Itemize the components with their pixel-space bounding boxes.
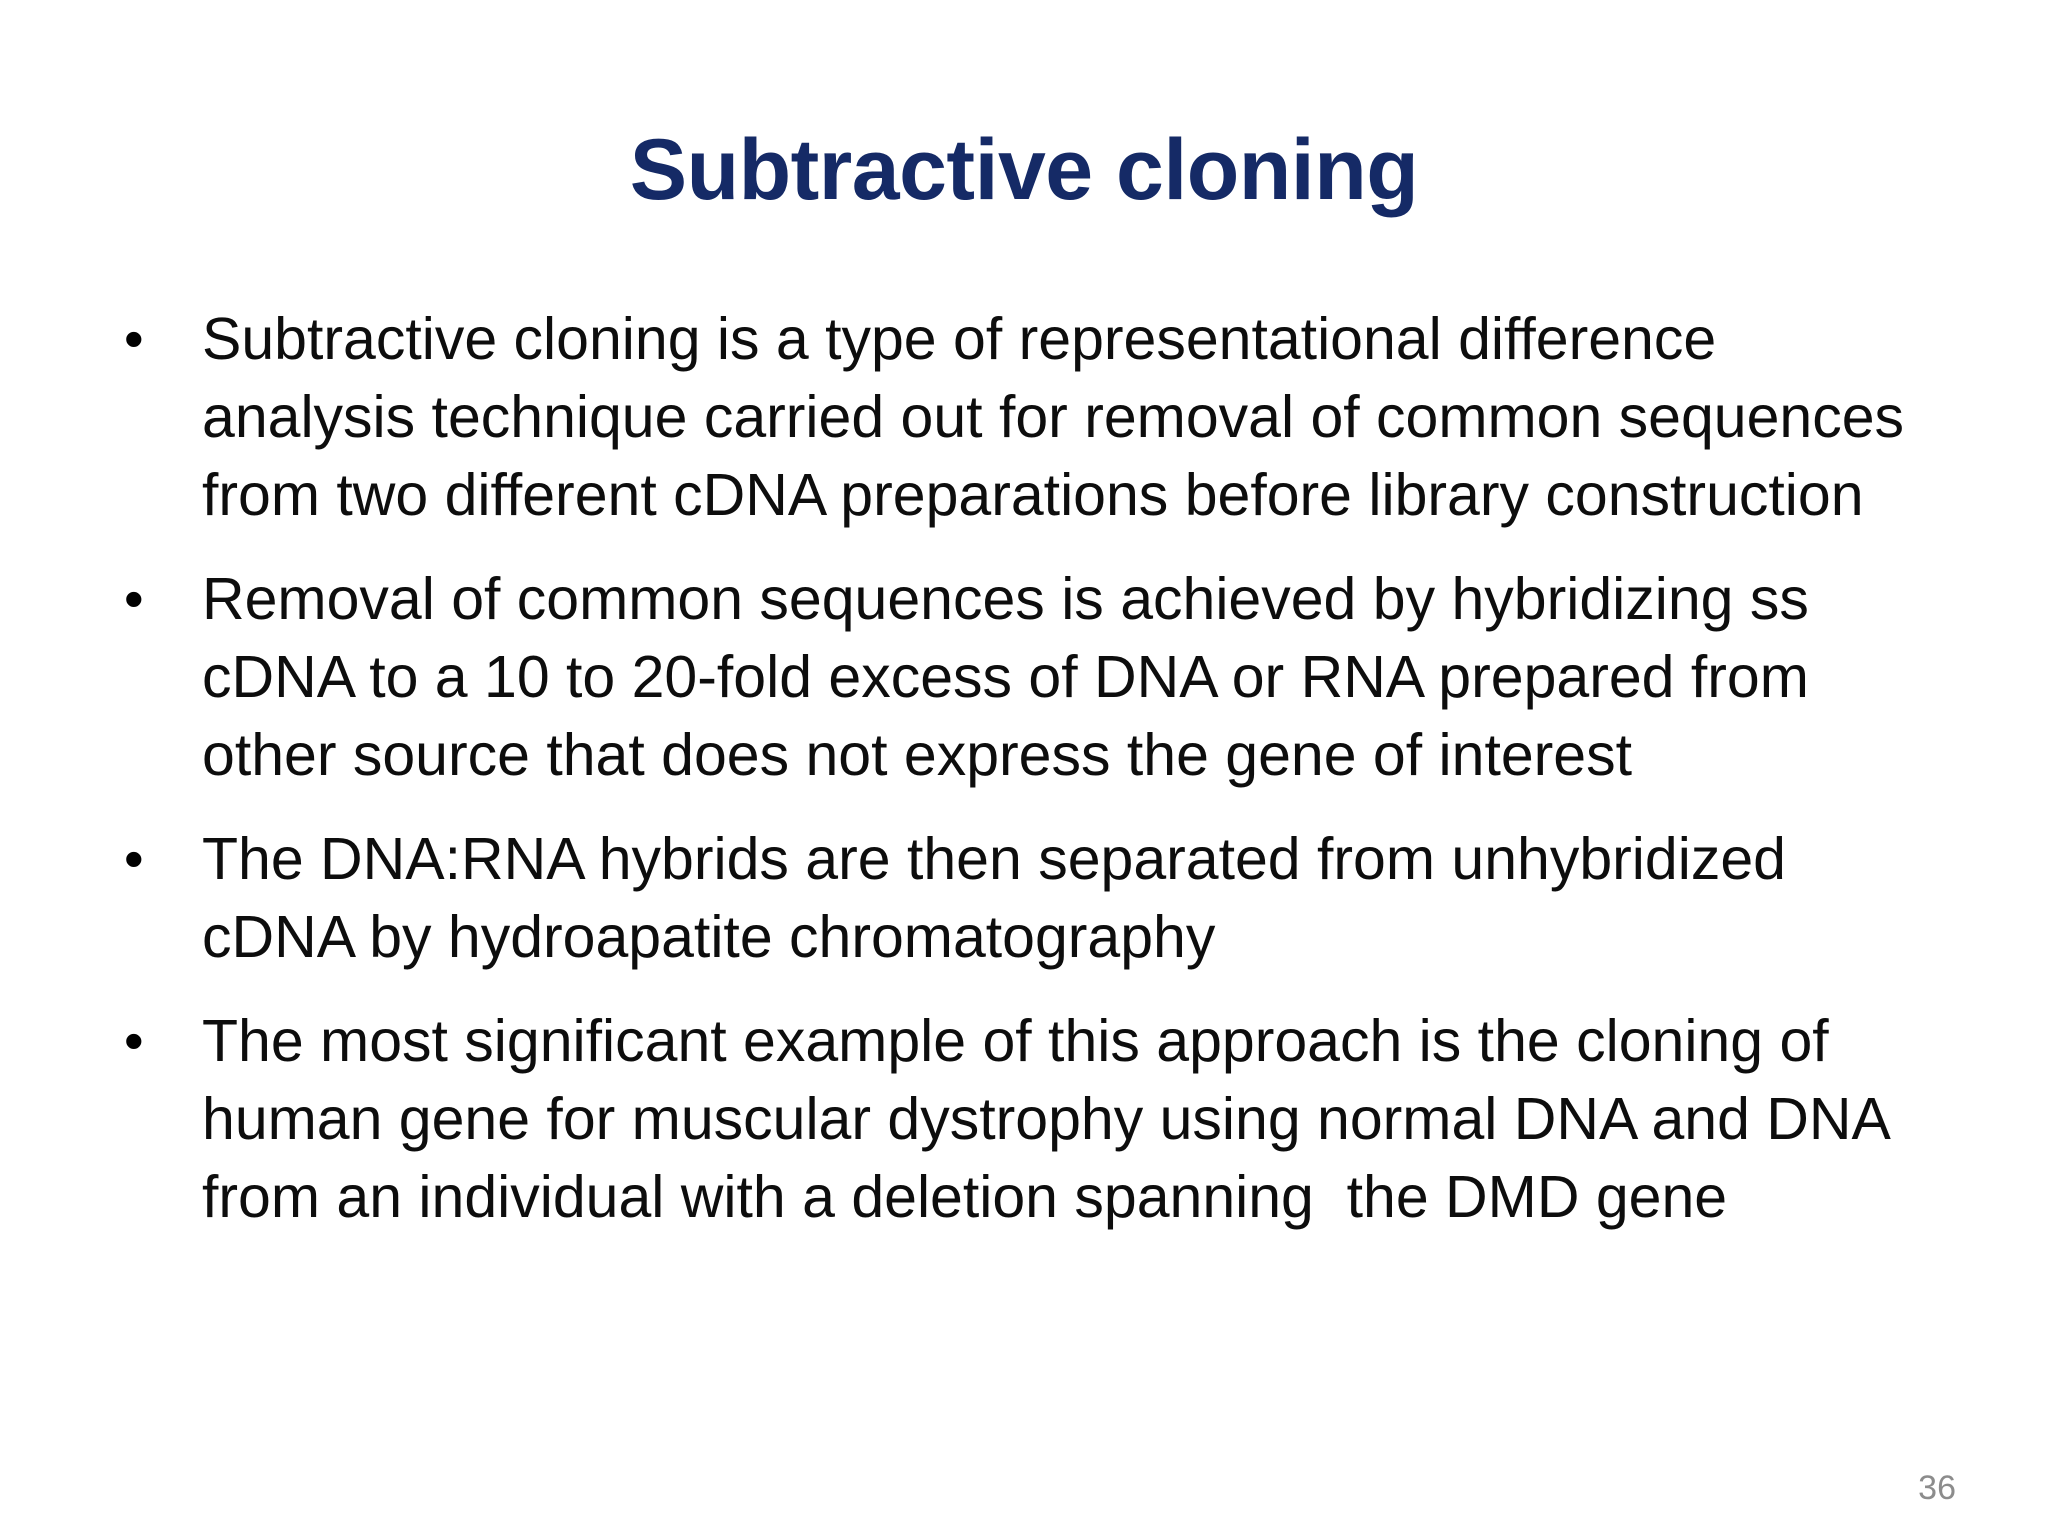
bullet-list: • Subtractive cloning is a type of repre…	[118, 300, 1908, 1262]
bullet-point-icon: •	[124, 1009, 144, 1072]
list-item: • Removal of common sequences is achieve…	[118, 560, 1908, 794]
bullet-text: The most significant example of this app…	[202, 1008, 1905, 1230]
page-number: 36	[1918, 1469, 1956, 1507]
bullet-point-icon: •	[124, 827, 144, 890]
bullet-text: The DNA:RNA hybrids are then separated f…	[202, 826, 1803, 970]
list-item: • Subtractive cloning is a type of repre…	[118, 300, 1908, 534]
bullet-point-icon: •	[124, 307, 144, 370]
bullet-point-icon: •	[124, 567, 144, 630]
bullet-text: Subtractive cloning is a type of represe…	[202, 306, 1921, 528]
page-title: Subtractive cloning	[629, 122, 1419, 218]
bullet-text: Removal of common sequences is achieved …	[202, 566, 1826, 788]
list-item: • The DNA:RNA hybrids are then separated…	[118, 820, 1908, 976]
list-item: • The most significant example of this a…	[118, 1002, 1908, 1236]
